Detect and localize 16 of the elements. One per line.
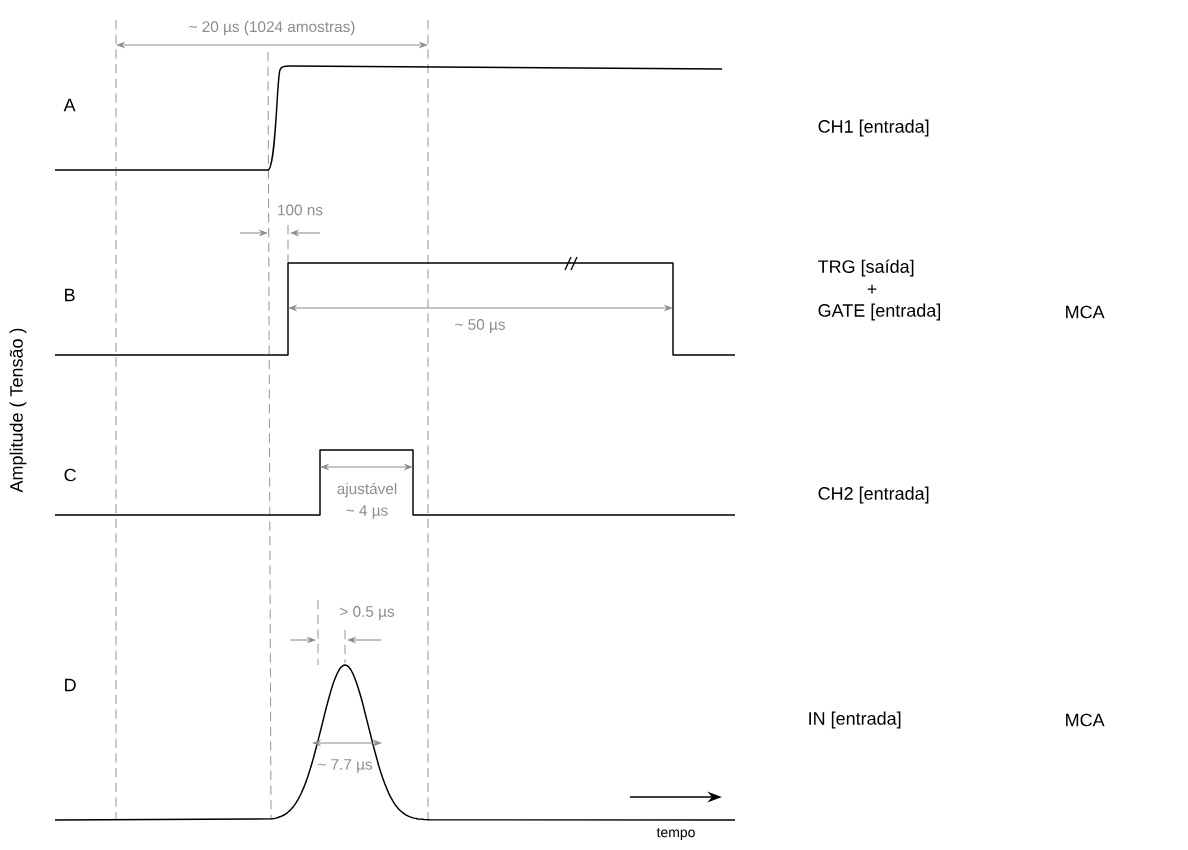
dimension-label: 100 ns [275,203,325,217]
axis-label: tempo [656,828,695,840]
instrument-label: MCA [1066,305,1105,319]
channel-label: GATE [entrada] [818,303,941,321]
channel-label: CH2 [entrada] [818,486,929,504]
channel-label: TRG [saída] [818,259,914,277]
channel-label: IN [entrada] [809,711,901,729]
plus-sign: + [867,284,877,294]
instrument-label: MCA [1066,713,1105,727]
signal-letter: D [65,678,76,692]
signal-letter: C [64,468,76,482]
signal-letter: A [63,98,76,112]
signal-letter: B [65,288,75,302]
dimension-label: ajustável [335,481,399,499]
axis-label: Amplitude ( Tensão ) [9,328,27,493]
channel-label: CH1 [entrada] [818,119,929,137]
